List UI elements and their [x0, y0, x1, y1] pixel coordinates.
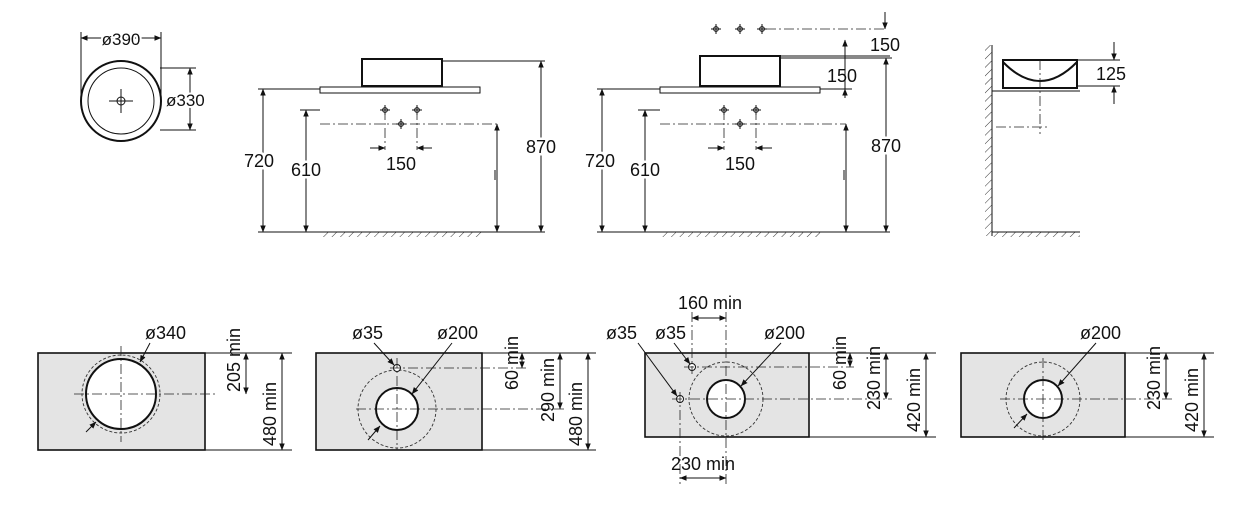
- tap-basin-offset-label: 150: [827, 66, 857, 86]
- leader: [411, 342, 453, 395]
- tap-marker: [395, 118, 407, 130]
- leader: [740, 342, 782, 387]
- side-view: 125: [985, 42, 1126, 237]
- height-outlet-label: 610: [291, 160, 321, 180]
- wall-tap-marker: [756, 23, 768, 35]
- cutout-1: ø340 205 min 480 min: [37, 323, 292, 451]
- waste-diameter-label: ø200: [1080, 323, 1121, 343]
- inner-diameter-label: ø330: [166, 91, 205, 110]
- tap-offset-label: 150: [386, 154, 416, 174]
- height-counter-label: 720: [585, 151, 615, 171]
- basin-body: [361, 58, 443, 87]
- width-min-label: 420 min: [1182, 368, 1202, 432]
- height-tap-label: 870: [526, 137, 556, 157]
- basin-body: [699, 55, 781, 87]
- width-min-label: 480 min: [566, 382, 586, 446]
- height-tap-label: 870: [871, 136, 901, 156]
- height-counter-label: 720: [244, 151, 274, 171]
- cutout-2: ø35 ø200 60 min 290 min 480 min: [315, 323, 596, 451]
- waste-diameter-label: ø200: [437, 323, 478, 343]
- cutout-3: 160 min 230 min ø35 ø35 ø200 60 min 230 …: [606, 293, 936, 484]
- tap-hole-diameter-left-label: ø35: [606, 323, 637, 343]
- floor-hatch: [320, 232, 483, 237]
- tap-hole-diameter-top-label: ø35: [655, 323, 686, 343]
- cut-diameter-label: ø340: [145, 323, 186, 343]
- elevation-a: 720 610 150 870: [241, 58, 559, 237]
- outer-diameter-label: ø390: [102, 30, 141, 49]
- leader: [1057, 342, 1097, 387]
- leader: [1013, 413, 1028, 429]
- depth-min-label: 205 min: [224, 328, 244, 392]
- basin-section: [1002, 59, 1078, 89]
- cutout-4: ø200 230 min 420 min: [960, 323, 1214, 440]
- waste-offset-min-label: 230 min: [864, 346, 884, 410]
- tap-offset-min-label: 60 min: [830, 336, 850, 390]
- leader: [637, 342, 678, 397]
- floor-hatch: [660, 232, 823, 237]
- leader: [673, 342, 691, 365]
- basin-height-label: 125: [1096, 64, 1126, 84]
- wall-tap-marker: [734, 23, 746, 35]
- width-min-label: 480 min: [260, 382, 280, 446]
- wall-tap-marker: [710, 23, 722, 35]
- waste-diameter-label: ø200: [764, 323, 805, 343]
- countertop: [659, 86, 821, 94]
- leader: [373, 342, 395, 366]
- tap-offset-label: 150: [725, 154, 755, 174]
- height-outlet-label: 610: [630, 160, 660, 180]
- elevation-b: 150 150 720 610 150: [582, 12, 904, 237]
- wall-hatch: [985, 45, 992, 236]
- top-view: ø390 ø330: [80, 28, 207, 142]
- width-min-label: 420 min: [904, 368, 924, 432]
- horizontal-top-min-label: 160 min: [678, 293, 742, 313]
- tap-marker: [734, 118, 746, 130]
- tap-top-offset-label: 150: [870, 35, 900, 55]
- leader: [139, 342, 151, 363]
- horizontal-bottom-min-label: 230 min: [671, 454, 735, 474]
- tap-offset-min-label: 60 min: [502, 336, 522, 390]
- leader: [85, 421, 97, 433]
- basin-inner-circle: [87, 67, 155, 135]
- tap-hole-diameter-label: ø35: [352, 323, 383, 343]
- leader: [367, 425, 381, 441]
- floor-hatch: [992, 232, 1080, 237]
- countertop: [319, 86, 481, 94]
- waste-offset-min-label: 290 min: [538, 358, 558, 422]
- waste-offset-min-label: 230 min: [1144, 346, 1164, 410]
